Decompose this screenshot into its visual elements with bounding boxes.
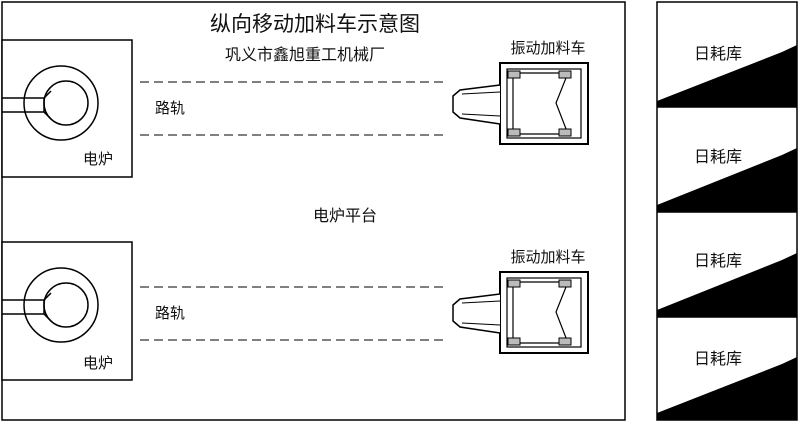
hopper-4-label: 日耗库 bbox=[694, 349, 742, 368]
cart-1: 振动加料车 bbox=[452, 39, 589, 145]
hopper-3: 日耗库 bbox=[657, 251, 797, 318]
furnace-1-label: 电炉 bbox=[83, 150, 113, 168]
hopper-1: 日耗库 bbox=[657, 44, 797, 108]
platform-outline bbox=[1, 1, 626, 421]
cart-1-chute-line bbox=[461, 113, 501, 117]
cart-2-chute bbox=[452, 293, 501, 334]
hopper-1-shadow bbox=[657, 45, 797, 107]
furnace-2-spout bbox=[2, 292, 52, 322]
cart-1-wheel bbox=[507, 128, 521, 137]
cart-2-wheel bbox=[558, 279, 572, 288]
hopper-3-label: 日耗库 bbox=[694, 251, 742, 270]
furnace-2-shell bbox=[23, 267, 99, 343]
hopper-4: 日耗库 bbox=[657, 349, 797, 420]
rail-1-label: 路轨 bbox=[155, 99, 185, 117]
cart-2: 振动加料车 bbox=[452, 248, 589, 354]
hopper-2: 日耗库 bbox=[657, 147, 797, 213]
platform-label: 电炉平台 bbox=[313, 206, 377, 225]
cart-1-wheel bbox=[558, 70, 572, 79]
rail-2: 路轨 bbox=[140, 286, 445, 341]
hopper-3-shadow bbox=[657, 253, 797, 317]
hopper-1-label: 日耗库 bbox=[694, 44, 742, 63]
cart-2-inner-frame bbox=[506, 277, 582, 348]
cart-1-inner-frame bbox=[506, 68, 582, 139]
cart-2-wheel bbox=[558, 337, 572, 346]
hopper-4-shadow bbox=[657, 357, 797, 420]
furnace-1-shell bbox=[23, 65, 99, 141]
cart-1-label: 振动加料车 bbox=[510, 39, 585, 57]
furnace-2-label: 电炉 bbox=[83, 354, 113, 372]
rail-2-label: 路轨 bbox=[155, 304, 185, 322]
cart-1-chute bbox=[452, 84, 501, 125]
diagram-subtitle: 巩义市鑫旭重工机械厂 bbox=[225, 45, 385, 64]
cart-2-wheel bbox=[507, 337, 521, 346]
cart-1-chute-line bbox=[461, 91, 501, 95]
cart-2-chute-line bbox=[461, 322, 501, 326]
furnace-unit-1: 电炉 bbox=[1, 39, 133, 178]
cart-2-chute-line bbox=[461, 300, 501, 304]
cart-1-wheel bbox=[507, 70, 521, 79]
rail-1: 路轨 bbox=[140, 81, 445, 136]
hopper-2-label: 日耗库 bbox=[694, 147, 742, 166]
diagram-title: 纵向移动加料车示意图 bbox=[210, 12, 420, 36]
cart-1-wheel bbox=[558, 128, 572, 137]
furnace-2-outline bbox=[1, 241, 133, 381]
cart-2-label: 振动加料车 bbox=[510, 248, 585, 266]
hopper-2-shadow bbox=[657, 148, 797, 212]
cart-2-wheel bbox=[507, 279, 521, 288]
furnace-unit-2: 电炉 bbox=[1, 241, 133, 381]
furnace-1-spout bbox=[2, 90, 52, 120]
